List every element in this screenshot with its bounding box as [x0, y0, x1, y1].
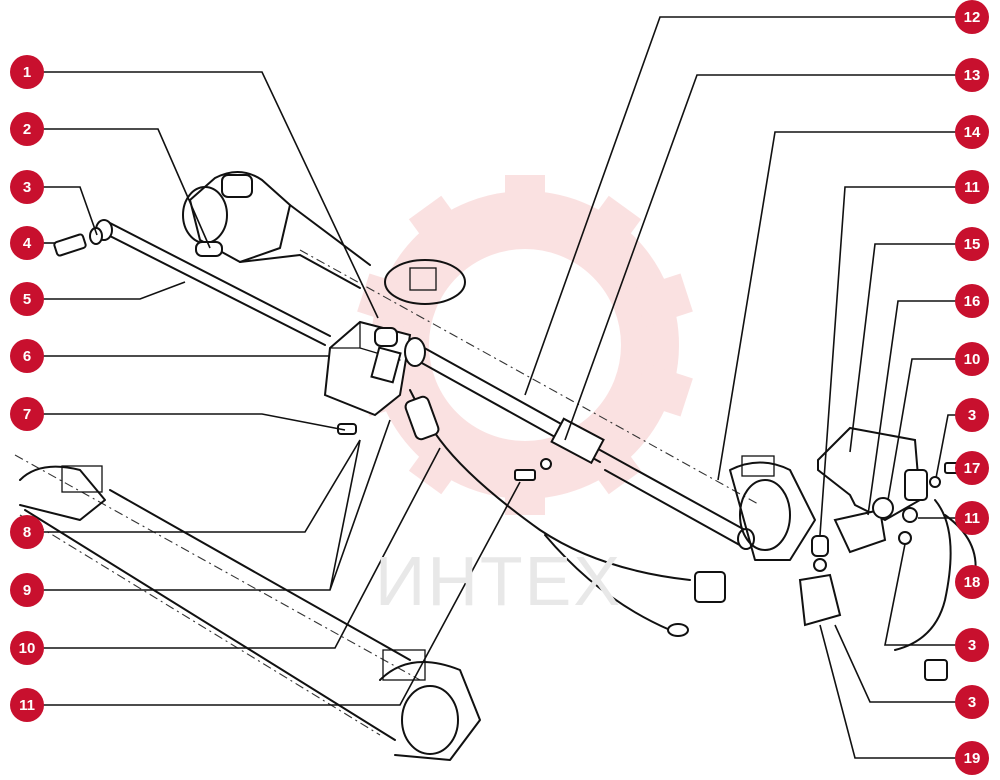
- callout-badge[interactable]: 11: [10, 688, 44, 722]
- tie-rod: [53, 219, 331, 346]
- svg-text:16: 16: [964, 293, 981, 310]
- watermark-gear-tooth: [505, 175, 545, 225]
- svg-text:19: 19: [964, 750, 981, 767]
- svg-text:4: 4: [23, 235, 32, 252]
- callout-badges: 1 2 3 4 5 6 7 8 9 10 11 12 13 14 11 15 1…: [10, 0, 989, 775]
- callout-badge[interactable]: 7: [10, 397, 44, 431]
- sensor-bracket: [323, 320, 412, 435]
- callout-badge[interactable]: 4: [10, 226, 44, 260]
- svg-text:11: 11: [964, 510, 980, 527]
- svg-text:7: 7: [23, 406, 31, 423]
- svg-text:5: 5: [23, 291, 31, 308]
- svg-text:18: 18: [964, 574, 981, 591]
- svg-text:14: 14: [964, 124, 981, 141]
- callout-badge[interactable]: 11: [955, 501, 989, 535]
- watermark-gear-tooth: [357, 273, 418, 327]
- watermark-gear-tooth: [408, 195, 471, 260]
- callout-badge[interactable]: 9: [10, 573, 44, 607]
- watermark-gear-tooth: [579, 195, 642, 260]
- callout-badge[interactable]: 1: [10, 55, 44, 89]
- lower-left-housing: [19, 465, 481, 761]
- callout-badge[interactable]: 6: [10, 339, 44, 373]
- svg-text:3: 3: [968, 407, 976, 424]
- svg-text:1: 1: [23, 64, 31, 81]
- svg-text:10: 10: [19, 640, 36, 657]
- svg-text:3: 3: [968, 694, 976, 711]
- callout-badge[interactable]: 13: [955, 58, 989, 92]
- svg-text:2: 2: [23, 121, 31, 138]
- callout-badge[interactable]: 3: [955, 685, 989, 719]
- callout-badge[interactable]: 11: [955, 170, 989, 204]
- callout-badge[interactable]: 12: [955, 0, 989, 34]
- callout-badge[interactable]: 19: [955, 741, 989, 775]
- callout-badge[interactable]: 3: [955, 398, 989, 432]
- callout-badge[interactable]: 17: [955, 451, 989, 485]
- leader-lines: [40, 16, 972, 759]
- svg-text:3: 3: [968, 637, 976, 654]
- svg-text:15: 15: [964, 236, 981, 253]
- right-sensor-assembly: [798, 426, 977, 681]
- watermark-text: ИНТЕХ: [375, 542, 622, 620]
- callout-badge[interactable]: 3: [955, 628, 989, 662]
- svg-text:9: 9: [23, 582, 31, 599]
- svg-text:6: 6: [23, 348, 31, 365]
- callout-badge[interactable]: 8: [10, 515, 44, 549]
- hydraulic-cylinder: [404, 337, 755, 550]
- svg-text:17: 17: [964, 460, 981, 477]
- callout-badge[interactable]: 14: [955, 115, 989, 149]
- svg-text:10: 10: [964, 351, 981, 368]
- svg-text:13: 13: [964, 67, 981, 84]
- rod-end-housing: [729, 455, 816, 561]
- svg-text:12: 12: [964, 9, 981, 26]
- svg-text:8: 8: [23, 524, 31, 541]
- watermark-gear-tooth: [632, 273, 693, 327]
- upper-left-housing: [182, 171, 466, 305]
- callout-badge[interactable]: 15: [955, 227, 989, 261]
- callout-badge[interactable]: 10: [955, 342, 989, 376]
- callout-badge[interactable]: 18: [955, 565, 989, 599]
- watermark-gear-tooth: [632, 363, 693, 417]
- svg-text:11: 11: [964, 179, 980, 196]
- svg-text:3: 3: [23, 179, 31, 196]
- callout-badge[interactable]: 16: [955, 284, 989, 318]
- callout-badge[interactable]: 2: [10, 112, 44, 146]
- callout-badge[interactable]: 3: [10, 170, 44, 204]
- wiring-harness: [404, 389, 726, 637]
- callout-badge[interactable]: 10: [10, 631, 44, 665]
- svg-text:11: 11: [19, 697, 35, 714]
- callout-badge[interactable]: 5: [10, 282, 44, 316]
